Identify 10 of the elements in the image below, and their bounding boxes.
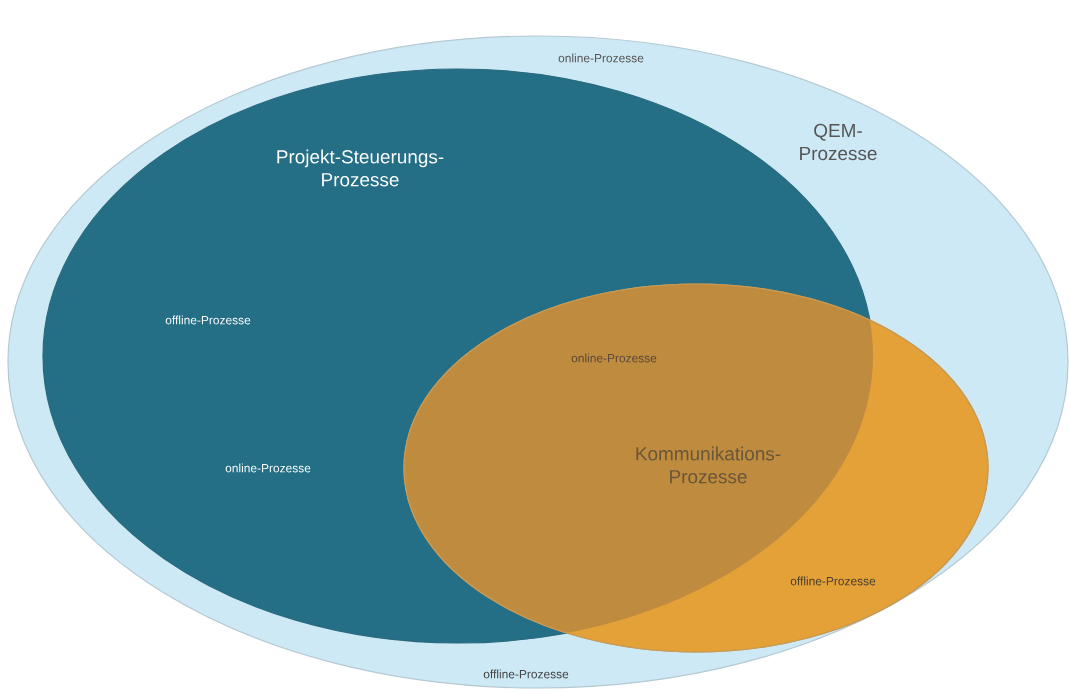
set-label: offline-Prozesse [790, 576, 876, 586]
set-label: online-Prozesse [558, 53, 644, 63]
set-label: online-Prozesse [571, 353, 657, 363]
set-ellipse [403, 283, 989, 653]
set-title: QEM- Prozesse [800, 123, 877, 161]
set-label: online-Prozesse [225, 463, 311, 473]
set-title: Kommunikations- Prozesse [636, 446, 781, 484]
set-label: offline-Prozesse [165, 315, 251, 325]
set-title: Projekt-Steuerungs- Prozesse [277, 149, 444, 187]
set-label: offline-Prozesse [483, 669, 569, 679]
